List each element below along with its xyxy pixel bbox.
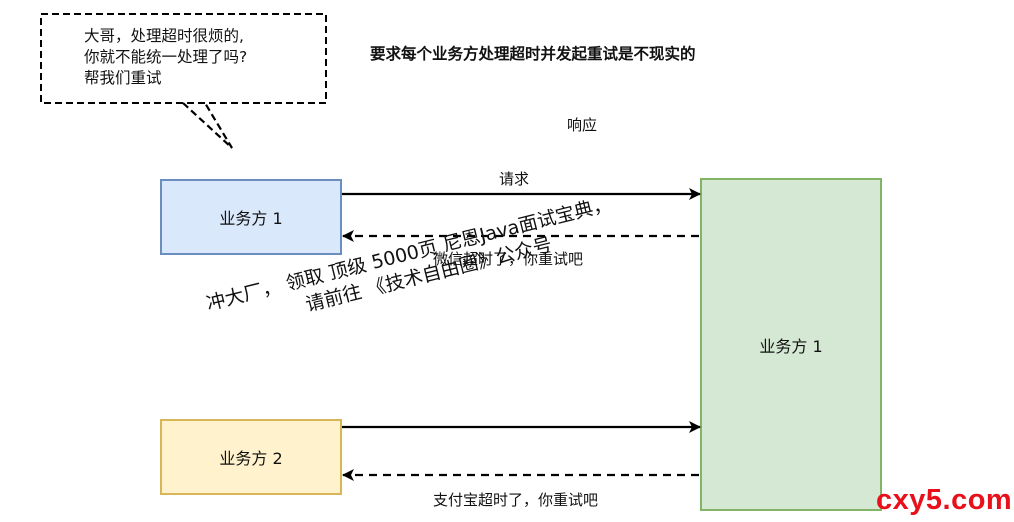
callout-line: 你就不能统一处理了吗? <box>84 48 248 66</box>
callout-line: 大哥，处理超时很烦的, <box>84 27 244 45</box>
site-logo: cxy5.com <box>876 484 1013 516</box>
right-service-label: 业务方 1 <box>759 336 823 356</box>
business-2-label: 业务方 2 <box>219 449 283 468</box>
request-label: 请求 <box>499 170 530 188</box>
wechat-timeout-label: 微信超时了，你重试吧 <box>433 250 584 268</box>
alipay-timeout-label: 支付宝超时了，你重试吧 <box>433 491 599 509</box>
business-1-box <box>160 179 342 255</box>
right-service-box <box>700 178 882 511</box>
callout-bubble <box>40 13 327 104</box>
callout-tail <box>182 102 233 149</box>
diagram-heading: 要求每个业务方处理超时并发起重试是不现实的 <box>370 45 696 63</box>
business-1-label: 业务方 1 <box>219 209 283 228</box>
business-2-box <box>160 419 342 495</box>
response-label: 响应 <box>567 116 598 134</box>
callout-line: 帮我们重试 <box>84 69 162 87</box>
callout-text: 大哥，处理超时很烦的, 你就不能统一处理了吗? 帮我们重试 <box>84 26 247 89</box>
